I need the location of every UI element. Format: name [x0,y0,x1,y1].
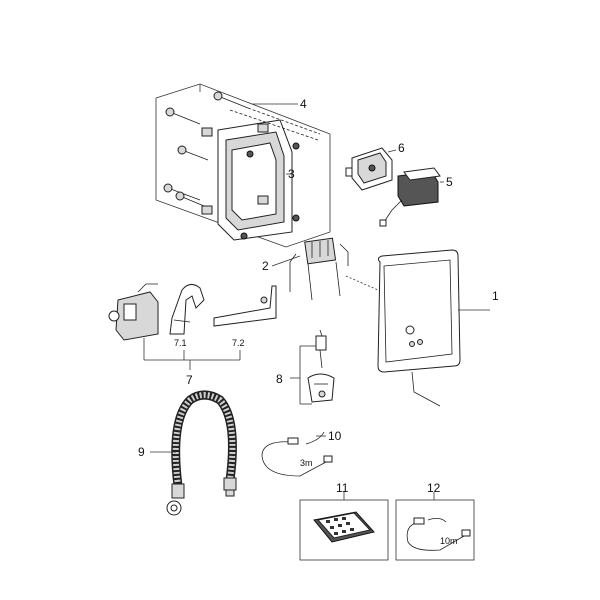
key-tool [411,371,441,407]
mounting-frame [201,119,300,241]
part-12-box [395,492,475,561]
mounting-frame-assembly [155,83,331,248]
sensor-window [405,325,415,335]
leader-2 [271,255,301,267]
solenoid-valve [289,237,349,301]
screw [240,232,248,240]
callout-7-2: 7.2 [232,338,245,348]
cable-length-12: 10m [440,536,458,546]
wall-bolts [163,91,249,207]
callout-7-1: 7.1 [174,338,187,348]
callout-11: 11 [336,481,349,495]
spacer [201,127,213,137]
bracket-7-1b [169,284,205,335]
cable-3m [261,431,333,477]
part-11-box [299,492,389,561]
spacer [257,195,269,205]
callout-7: 7 [186,373,193,387]
callout-5: 5 [446,175,453,189]
callout-3: 3 [288,167,295,181]
electronics-module [345,147,393,191]
leader-8 [290,345,316,405]
power-supply [379,167,441,227]
screw [246,150,254,158]
screw [292,214,300,222]
leader-7 [143,338,241,370]
assembly-line [345,275,379,291]
callout-2: 2 [262,259,269,273]
callout-1: 1 [492,289,499,303]
callout-8: 8 [276,372,283,386]
leader-6 [387,149,397,153]
callout-12: 12 [427,481,441,495]
cable-length-10: 3m [300,458,313,468]
spacer [201,205,213,215]
cable-10m [406,517,471,551]
braided-hose [166,390,237,516]
bracket-7-2 [213,285,277,327]
callout-6: 6 [398,141,405,155]
remote-control [313,511,375,543]
sensor-bracket [307,329,335,403]
bracket-7-1 [108,283,159,341]
callout-9: 9 [138,445,145,459]
callout-4: 4 [300,97,307,111]
cover-plate [377,249,461,407]
callout-10: 10 [328,429,342,443]
spacer [257,123,269,133]
screw [292,142,300,150]
